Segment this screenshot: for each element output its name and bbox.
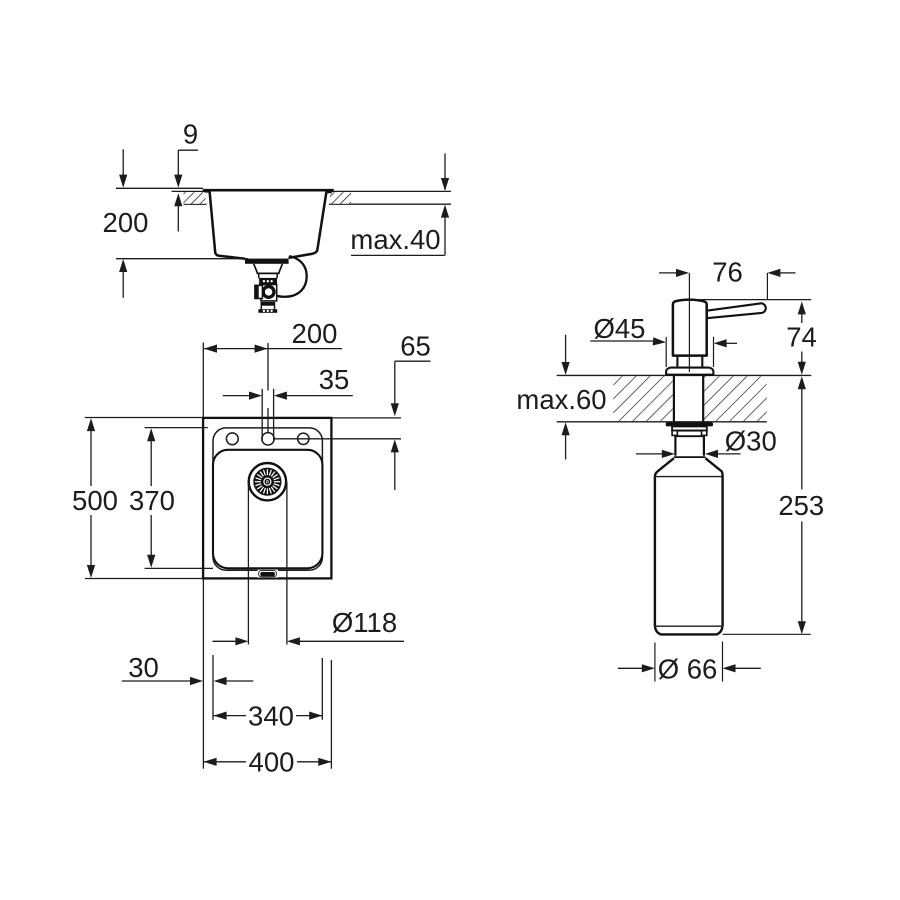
- svg-text:200: 200: [292, 318, 338, 349]
- svg-text:76: 76: [712, 257, 743, 288]
- svg-text:Ø118: Ø118: [332, 607, 397, 638]
- svg-text:35: 35: [319, 364, 350, 395]
- svg-text:200: 200: [103, 207, 149, 238]
- svg-text:max.60: max.60: [516, 384, 606, 415]
- svg-text:Ø 66: Ø 66: [658, 654, 718, 685]
- svg-text:65: 65: [400, 331, 431, 362]
- svg-text:74: 74: [786, 322, 817, 353]
- svg-text:253: 253: [778, 490, 824, 521]
- svg-text:max.40: max.40: [350, 224, 440, 255]
- svg-text:Ø30: Ø30: [725, 425, 777, 456]
- svg-text:30: 30: [128, 652, 159, 683]
- svg-text:500: 500: [72, 485, 118, 516]
- svg-text:370: 370: [129, 485, 175, 516]
- svg-text:Ø45: Ø45: [594, 313, 646, 344]
- svg-text:9: 9: [183, 119, 198, 150]
- svg-text:400: 400: [249, 747, 295, 778]
- svg-text:340: 340: [248, 700, 294, 731]
